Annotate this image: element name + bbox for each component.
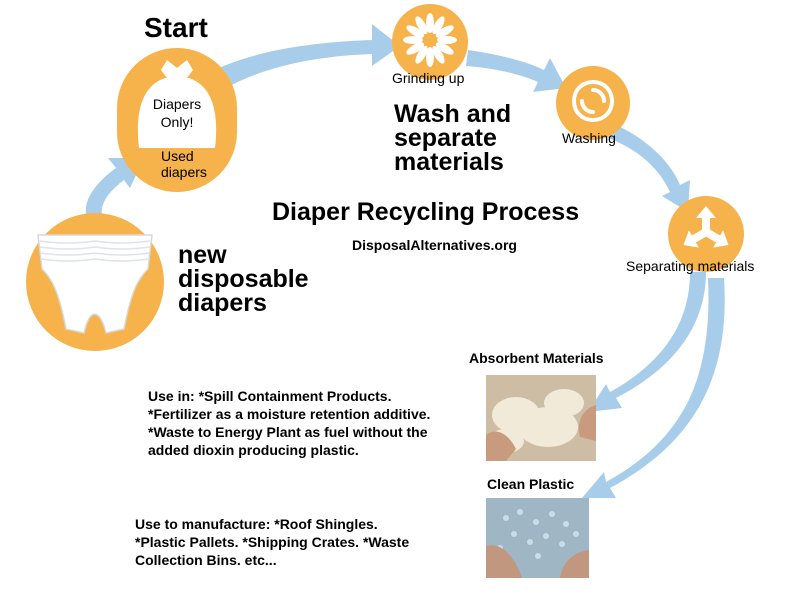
plastic-photo xyxy=(486,498,589,578)
absorbent-use-line1: Use in: *Spill Containment Products. xyxy=(148,388,392,404)
wash-heading-line2: separate xyxy=(394,124,497,152)
diaper-icon xyxy=(37,234,153,334)
trash-bag-icon xyxy=(137,60,217,148)
absorbent-use-line3: *Waste to Energy Plant as fuel without t… xyxy=(148,424,428,440)
separating-step xyxy=(668,196,744,272)
absorbent-use-line2: *Fertilizer as a moisture retention addi… xyxy=(148,406,431,422)
new-diapers-heading: new disposable diapers xyxy=(178,241,309,317)
diagram-title: Diaper Recycling Process xyxy=(272,198,580,226)
wash-heading-line3: materials xyxy=(394,148,504,176)
used-diapers-step: Diapers Only! Used diapers xyxy=(117,48,237,192)
start-label: Start xyxy=(144,12,208,43)
plastic-title: Clean Plastic xyxy=(487,476,575,492)
used-label-line2: diapers xyxy=(161,164,207,180)
bag-text-line2: Only! xyxy=(160,114,194,130)
used-label-line1: Used xyxy=(161,148,194,164)
new-diapers-line1: new xyxy=(178,241,227,269)
new-diapers-line3: diapers xyxy=(178,289,267,317)
source-label: DisposalAlternatives.org xyxy=(352,237,517,253)
grinding-label: Grinding up xyxy=(392,70,465,86)
absorbent-uses: Use in: *Spill Containment Products. *Fe… xyxy=(148,387,430,459)
washing-label: Washing xyxy=(562,130,616,146)
absorbent-photo xyxy=(486,375,596,461)
plastic-use-line1: Use to manufacture: *Roof Shingles. xyxy=(135,516,378,532)
wash-heading: Wash and separate materials xyxy=(394,100,512,176)
plastic-use-line2: *Plastic Pallets. *Shipping Crates. *Was… xyxy=(135,534,410,550)
washing-step xyxy=(556,66,630,140)
swirl-icon xyxy=(572,80,614,122)
three-arrows-icon xyxy=(683,206,729,248)
absorbent-title: Absorbent Materials xyxy=(469,350,604,366)
wash-heading-line1: Wash and xyxy=(394,100,512,128)
new-diapers-line2: disposable xyxy=(178,265,309,293)
new-diapers-step xyxy=(26,213,164,351)
separating-label: Separating materials xyxy=(626,258,755,274)
absorbent-use-line4: added dioxin producing plastic. xyxy=(148,442,359,458)
sunburst-icon xyxy=(403,13,457,67)
plastic-uses: Use to manufacture: *Roof Shingles. *Pla… xyxy=(135,515,409,569)
bag-text-line1: Diapers xyxy=(152,96,202,112)
plastic-use-line3: Collection Bins. etc... xyxy=(135,552,277,568)
grinding-step xyxy=(392,4,468,80)
